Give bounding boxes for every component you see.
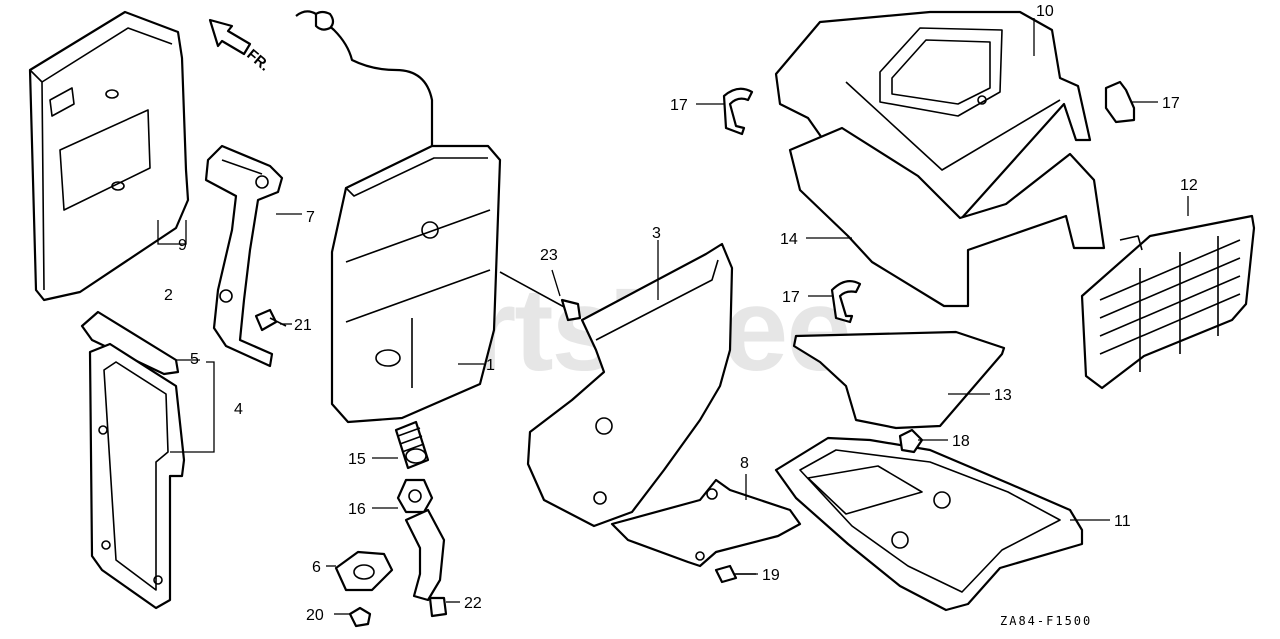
- part-12-grille: [1080, 214, 1256, 390]
- callout-10: 10: [1036, 3, 1054, 20]
- callout-2: 2: [164, 287, 173, 304]
- callout-22: 22: [464, 595, 482, 612]
- callout-6: 6: [312, 559, 321, 576]
- drawing-code: ZA84-F1500: [1000, 614, 1092, 628]
- callout-17c: 17: [782, 289, 800, 306]
- part-17-clip-c: [830, 279, 862, 324]
- callout-21: 21: [294, 317, 312, 334]
- callout-16: 16: [348, 501, 366, 518]
- callout-11: 11: [1114, 513, 1131, 530]
- callout-19: 19: [762, 567, 780, 584]
- part-8-plate: [610, 478, 802, 568]
- callout-4: 4: [234, 401, 243, 418]
- part-6-gasket: [334, 550, 394, 592]
- part-7-bracket: [204, 144, 284, 368]
- front-direction-arrow: FR.: [208, 18, 273, 75]
- callout-13: 13: [994, 387, 1012, 404]
- callout-20: 20: [306, 607, 324, 624]
- part-13-pad: [792, 330, 1006, 430]
- part-14-shroud: [788, 126, 1106, 308]
- callout-7: 7: [306, 209, 315, 226]
- part-21-bolt: [254, 308, 287, 332]
- callout-18: 18: [952, 433, 970, 450]
- front-direction-label: FR.: [243, 46, 272, 75]
- part-4-frame: [88, 342, 186, 610]
- callout-1: 1: [486, 357, 495, 374]
- part-20-nut: [348, 606, 372, 628]
- callout-5: 5: [190, 351, 199, 368]
- part-15-spring: [394, 420, 430, 470]
- part-16-flange-pipe: [396, 478, 446, 602]
- leader-lines: [157, 18, 1189, 615]
- part-2-cover: [28, 10, 190, 302]
- callout-8: 8: [740, 455, 749, 472]
- part-23-bolt: [499, 271, 582, 322]
- part-17-clip-a: [722, 87, 754, 136]
- part-22-bolt: [428, 596, 448, 618]
- callout-12: 12: [1180, 177, 1198, 194]
- part-18-bolt: [898, 428, 924, 454]
- callout-23: 23: [540, 247, 558, 264]
- part-11-base-tray: [774, 436, 1084, 612]
- part-17-clip-b: [1104, 80, 1136, 124]
- part-1-muffler: [295, 10, 502, 424]
- callout-14: 14: [780, 231, 798, 248]
- part-5-gasket: [80, 310, 180, 376]
- callouts: 1 2 3 4 5 6 7 8 9 10 11 12 13 14 15 16 1…: [164, 3, 1198, 624]
- callout-17a: 17: [670, 97, 688, 114]
- callout-3: 3: [652, 225, 661, 242]
- callout-15: 15: [348, 451, 366, 468]
- callout-9: 9: [178, 237, 187, 254]
- callout-17b: 17: [1162, 95, 1180, 112]
- part-3-shield: [526, 242, 734, 528]
